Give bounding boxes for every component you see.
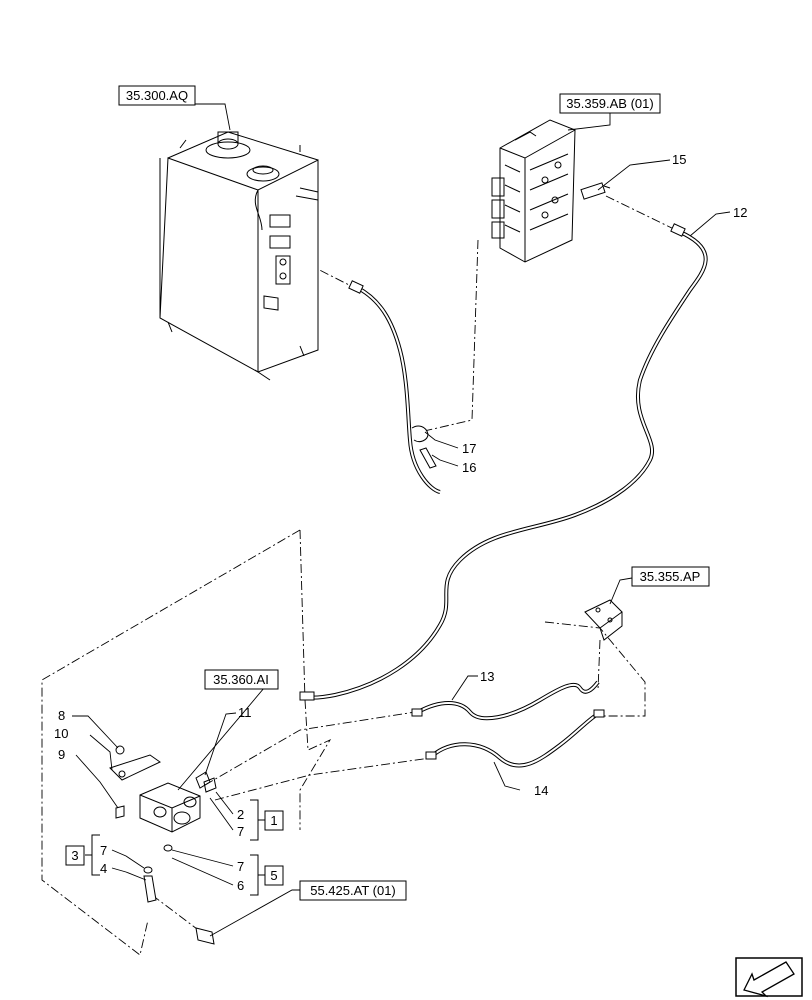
kit-box-3-text: 3 xyxy=(71,848,78,863)
ref-solenoid-label[interactable]: 35.360.AI xyxy=(204,669,279,690)
tank-hose xyxy=(348,280,441,494)
assembly-outlines xyxy=(41,195,681,956)
kit-box-5-text: 5 xyxy=(270,868,277,883)
solenoid-valve xyxy=(109,745,217,945)
fitting-15 xyxy=(580,182,611,200)
hydraulic-tank xyxy=(159,131,319,381)
callout-16[interactable]: 16 xyxy=(462,460,476,475)
ref-tank-label[interactable]: 35.300.AQ xyxy=(118,85,196,106)
outline-port-15 xyxy=(605,195,681,233)
outline-top xyxy=(299,529,332,830)
ref-bracket-text: 35.355.AP xyxy=(640,569,701,584)
callout-4[interactable]: 4 xyxy=(100,861,107,876)
outline-bracket-drop xyxy=(597,639,601,691)
callout-13[interactable]: 13 xyxy=(480,669,494,684)
callout-17[interactable]: 17 xyxy=(462,441,476,456)
kit-boxes: 1 5 3 xyxy=(65,810,284,886)
kit-box-1-text: 1 xyxy=(270,813,277,828)
ref-sensor-text: 55.425.AT (01) xyxy=(310,883,396,898)
callout-numbers: 15 12 17 16 13 14 8 10 9 11 2 7 7 6 7 4 xyxy=(54,152,747,893)
callout-15[interactable]: 15 xyxy=(672,152,686,167)
kit-box-3[interactable]: 3 xyxy=(65,845,85,866)
callout-9[interactable]: 9 xyxy=(58,747,65,762)
outline-valve-drop xyxy=(419,239,479,433)
ref-valve-block-text: 35.359.AB (01) xyxy=(566,96,653,111)
outline-bracket xyxy=(544,621,646,717)
callout-8[interactable]: 8 xyxy=(58,708,65,723)
hose-12 xyxy=(299,223,708,701)
control-valve-block xyxy=(491,119,576,263)
callout-7-lower[interactable]: 7 xyxy=(100,843,107,858)
ref-sensor-label[interactable]: 55.425.AT (01) xyxy=(299,880,407,901)
next-page-arrow-icon[interactable] xyxy=(735,957,803,998)
hose-13 xyxy=(411,680,600,721)
outline-hose14 xyxy=(214,757,431,801)
mounting-bracket xyxy=(584,599,623,641)
hose-14 xyxy=(425,709,605,768)
ref-tank-text: 35.300.AQ xyxy=(126,88,188,103)
callout-14[interactable]: 14 xyxy=(534,783,548,798)
kit-box-5[interactable]: 5 xyxy=(264,865,284,886)
outline-hose13 xyxy=(204,711,416,786)
kit-brackets xyxy=(85,799,265,896)
kit-box-1[interactable]: 1 xyxy=(264,810,284,831)
callout-7-middle[interactable]: 7 xyxy=(237,859,244,874)
reference-labels: 35.300.AQ 35.359.AB (01) 35.355.AP 35.36… xyxy=(118,85,710,901)
callout-2[interactable]: 2 xyxy=(237,807,244,822)
callout-10[interactable]: 10 xyxy=(54,726,68,741)
callout-7-upper[interactable]: 7 xyxy=(237,824,244,839)
outline-left xyxy=(41,529,301,956)
ref-bracket-label[interactable]: 35.355.AP xyxy=(631,566,710,587)
callout-12[interactable]: 12 xyxy=(733,205,747,220)
callout-11[interactable]: 11 xyxy=(238,705,252,720)
ref-valve-block-label[interactable]: 35.359.AB (01) xyxy=(559,93,661,114)
ref-solenoid-text: 35.360.AI xyxy=(213,672,269,687)
callout-6[interactable]: 6 xyxy=(237,878,244,893)
